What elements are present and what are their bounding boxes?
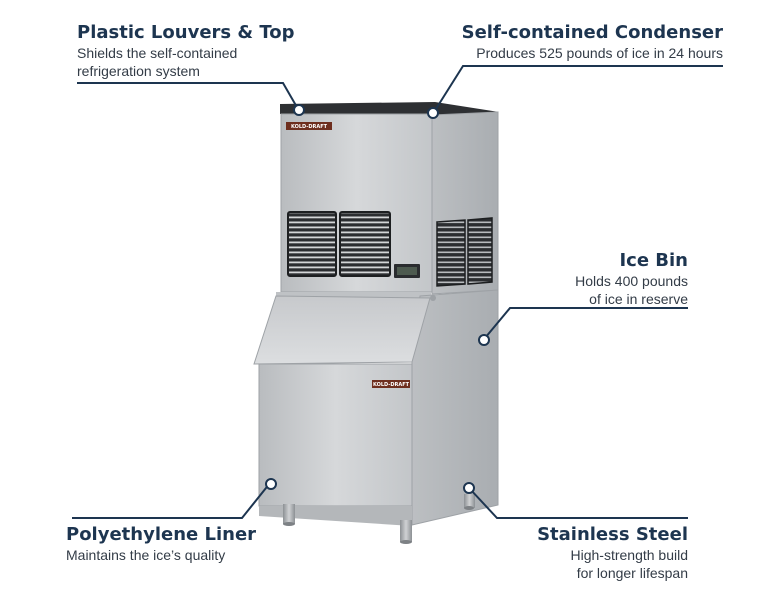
dot-steel xyxy=(463,482,475,494)
bin-slanted-lid xyxy=(253,295,431,365)
callout-desc-line: High-strength build xyxy=(570,547,688,563)
leg-foot-br xyxy=(464,506,474,510)
dot-condenser xyxy=(427,107,439,119)
dot-liner xyxy=(265,478,277,490)
legs xyxy=(283,494,475,544)
leg-foot-fl xyxy=(283,522,295,526)
callout-desc-line: for longer lifespan xyxy=(576,565,688,581)
callout-desc-line: Produces 525 pounds of ice in 24 hours xyxy=(476,45,723,61)
callout-title: Polyethylene Liner xyxy=(66,524,257,545)
side-louver-right xyxy=(467,217,493,285)
callout-desc-line: Maintains the ice’s quality xyxy=(66,547,226,563)
callout-desc-line: of ice in reserve xyxy=(589,291,688,307)
leader-lines xyxy=(72,65,723,519)
callout-condenser: Self-contained Condenser Produces 525 po… xyxy=(462,22,723,62)
callout-title: Ice Bin xyxy=(619,250,688,271)
callout-title: Plastic Louvers & Top xyxy=(77,22,295,43)
leader-line-louvers xyxy=(77,82,299,110)
callout-louvers: Plastic Louvers & Top Shields the self-c… xyxy=(77,22,295,80)
leg-foot-fr xyxy=(400,540,412,544)
bin-top-rim xyxy=(276,292,431,298)
plastic-top xyxy=(280,102,499,115)
callout-dots xyxy=(265,104,490,494)
leader-line-steel xyxy=(469,488,688,519)
brand-plate-top xyxy=(286,122,332,130)
front-louver-left xyxy=(287,211,337,277)
callout-title: Stainless Steel xyxy=(537,524,688,545)
brand-plate-bin xyxy=(372,380,410,388)
callout-desc-line: refrigeration system xyxy=(77,63,200,79)
leader-line-ice-bin xyxy=(484,307,688,339)
ice-bin: KOLD-DRAFT xyxy=(253,289,499,526)
leg-back-right xyxy=(464,494,475,508)
bin-base xyxy=(259,506,412,526)
callout-liner: Polyethylene Liner Maintains the ice’s q… xyxy=(66,524,256,564)
callout-desc-line: Holds 400 pounds xyxy=(575,273,688,289)
brand-logo-text: KOLD-DRAFT xyxy=(291,124,328,130)
dot-louvers xyxy=(293,104,305,116)
leg-front-right xyxy=(400,520,412,542)
control-display-screen xyxy=(397,267,417,275)
lid-hinge xyxy=(430,295,436,301)
side-louver-left xyxy=(436,219,466,287)
ice-maker-head: KOLD-DRAFT xyxy=(280,102,499,295)
callout-title: Self-contained Condenser xyxy=(461,22,723,43)
leg-front-left xyxy=(283,504,295,524)
callout-steel: Stainless Steel High-strength build for … xyxy=(537,524,688,582)
front-louver-right xyxy=(339,211,391,277)
bin-side-panel xyxy=(411,289,499,526)
dot-ice-bin xyxy=(478,334,490,346)
callout-desc-line: Shields the self-contained xyxy=(77,45,238,61)
leader-line-condenser xyxy=(433,65,723,113)
leader-line-liner xyxy=(72,482,271,519)
brand-logo-text-bin: KOLD-DRAFT xyxy=(373,382,410,388)
callout-ice-bin: Ice Bin Holds 400 pounds of ice in reser… xyxy=(575,250,688,308)
